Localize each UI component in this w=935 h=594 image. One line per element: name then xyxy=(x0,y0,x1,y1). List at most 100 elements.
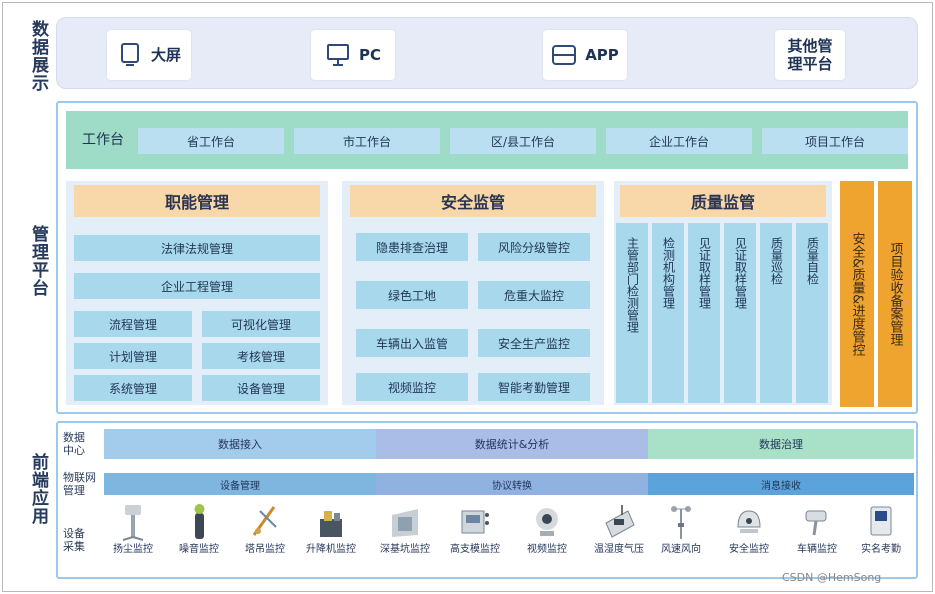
device-crane: 塔吊监控 xyxy=(234,501,296,575)
display-card-app: APP xyxy=(543,30,627,80)
quality-item: 主管部门检测管理 xyxy=(616,223,648,403)
device-label-text: 温湿度气压 xyxy=(594,544,644,556)
attendance-icon xyxy=(864,501,898,541)
workbench-item: 企业工作台 xyxy=(606,128,752,154)
functional-item: 法律法规管理 xyxy=(74,235,320,261)
orange-column-acceptance: 项目验收备案管理 xyxy=(878,181,912,407)
device-temperature: 温湿度气压 xyxy=(588,501,650,575)
tower-crane-icon xyxy=(248,501,282,541)
thermometer-icon xyxy=(602,501,636,541)
display-card-pc: PC xyxy=(311,30,395,80)
device-label: 设备采集 xyxy=(63,527,95,553)
device-label-text: 视频监控 xyxy=(527,544,567,556)
quality-item: 质量巡检 xyxy=(760,223,792,403)
device-video: 视频监控 xyxy=(516,501,578,575)
helmet-icon xyxy=(732,501,766,541)
device-label-text: 扬尘监控 xyxy=(113,544,153,556)
iot-protocol-bar: 协议转换 xyxy=(376,473,648,495)
camera-icon xyxy=(530,501,564,541)
formwork-icon xyxy=(458,501,492,541)
device-safety: 安全监控 xyxy=(718,501,780,575)
quality-item: 检测机构管理 xyxy=(652,223,684,403)
device-elevator: 升降机监控 xyxy=(300,501,362,575)
device-formwork: 高支模监控 xyxy=(444,501,506,575)
frontend-application-box: 数据中心 物联网管理 设备采集 数据接入 数据统计&分析 数据治理 设备管理 协… xyxy=(56,421,918,579)
display-card-label: 其他管理平台 xyxy=(785,37,835,73)
foundation-pit-icon xyxy=(388,501,422,541)
data-display-band: 大屏 PC APP 其他管理平台 xyxy=(56,17,918,89)
dust-sensor-icon xyxy=(116,501,150,541)
safety-item: 安全生产监控 xyxy=(478,329,590,357)
device-label-text: 安全监控 xyxy=(729,544,769,556)
workbench-item: 省工作台 xyxy=(138,128,284,154)
data-stats-bar: 数据统计&分析 xyxy=(376,429,648,459)
workbench-item: 项目工作台 xyxy=(762,128,908,154)
anemometer-icon xyxy=(664,501,698,541)
functional-item: 流程管理 xyxy=(74,311,192,337)
vehicle-camera-icon xyxy=(800,501,834,541)
iot-label: 物联网管理 xyxy=(63,471,103,497)
monitor-icon xyxy=(117,42,143,68)
workbench-item: 区/县工作台 xyxy=(450,128,596,154)
elevator-icon xyxy=(314,501,348,541)
device-label-text: 车辆监控 xyxy=(797,544,837,556)
safety-item: 视频监控 xyxy=(356,373,468,401)
display-card-other: 其他管理平台 xyxy=(775,30,845,80)
workbench-label: 工作台 xyxy=(82,129,124,149)
device-label-text: 深基坑监控 xyxy=(380,544,430,556)
functional-management-title: 职能管理 xyxy=(74,185,320,217)
device-wind: 风速风向 xyxy=(650,501,712,575)
safety-item: 风险分级管控 xyxy=(478,233,590,261)
safety-item: 智能考勤管理 xyxy=(478,373,590,401)
functional-item: 考核管理 xyxy=(202,343,320,369)
desktop-icon xyxy=(325,42,351,68)
device-label-text: 高支模监控 xyxy=(450,544,500,556)
noise-meter-icon xyxy=(182,501,216,541)
workbench-bar: 工作台 省工作台 市工作台 区/县工作台 企业工作台 项目工作台 xyxy=(66,111,908,169)
quality-supervision-panel: 质量监管 主管部门检测管理 检测机构管理 见证取样管理 见证取样管理 质量巡检 … xyxy=(614,181,832,405)
safety-supervision-panel: 安全监管 隐患排查治理 风险分级管控 绿色工地 危重大监控 车辆出入监管 安全生… xyxy=(342,181,604,405)
quality-item: 见证取样管理 xyxy=(688,223,720,403)
display-card-label: APP xyxy=(585,46,619,64)
device-dust: 扬尘监控 xyxy=(102,501,164,575)
device-label-text: 塔吊监控 xyxy=(245,544,285,556)
quality-item: 见证取样管理 xyxy=(724,223,756,403)
device-noise: 噪音监控 xyxy=(168,501,230,575)
iot-message-bar: 消息接收 xyxy=(648,473,914,495)
data-access-bar: 数据接入 xyxy=(104,429,376,459)
workbench-item: 市工作台 xyxy=(294,128,440,154)
management-platform-box: 工作台 省工作台 市工作台 区/县工作台 企业工作台 项目工作台 职能管理 法律… xyxy=(56,101,918,414)
safety-item: 隐患排查治理 xyxy=(356,233,468,261)
iot-device-bar: 设备管理 xyxy=(104,473,376,495)
safety-supervision-title: 安全监管 xyxy=(350,185,596,217)
functional-management-panel: 职能管理 法律法规管理 企业工程管理 流程管理 可视化管理 计划管理 考核管理 … xyxy=(66,181,328,405)
device-pit: 深基坑监控 xyxy=(374,501,436,575)
watermark: CSDN @HemSong xyxy=(782,571,881,584)
side-label-display: 数据展示 xyxy=(17,15,47,97)
functional-item: 可视化管理 xyxy=(202,311,320,337)
functional-item: 企业工程管理 xyxy=(74,273,320,299)
data-govern-bar: 数据治理 xyxy=(648,429,914,459)
functional-item: 系统管理 xyxy=(74,375,192,401)
safety-item: 车辆出入监管 xyxy=(356,329,468,357)
side-label-management: 管理平台 xyxy=(17,213,47,309)
device-attendance: 实名考勤 xyxy=(850,501,912,575)
orange-column-control: 安全&质量&进度管控 xyxy=(840,181,874,407)
tablet-icon xyxy=(551,42,577,68)
side-label-frontend: 前端应用 xyxy=(17,441,47,537)
display-card-label: PC xyxy=(359,46,381,64)
display-card-bigscreen: 大屏 xyxy=(107,30,191,80)
quality-item: 质量自检 xyxy=(796,223,828,403)
device-label-text: 噪音监控 xyxy=(179,544,219,556)
quality-supervision-title: 质量监管 xyxy=(620,185,826,217)
functional-item: 设备管理 xyxy=(202,375,320,401)
device-label-text: 风速风向 xyxy=(661,544,701,556)
data-center-label: 数据中心 xyxy=(63,431,95,457)
display-card-label: 大屏 xyxy=(151,46,181,64)
device-vehicle: 车辆监控 xyxy=(786,501,848,575)
functional-item: 计划管理 xyxy=(74,343,192,369)
device-label-text: 实名考勤 xyxy=(861,544,901,556)
safety-item: 绿色工地 xyxy=(356,281,468,309)
device-label-text: 升降机监控 xyxy=(306,544,356,556)
